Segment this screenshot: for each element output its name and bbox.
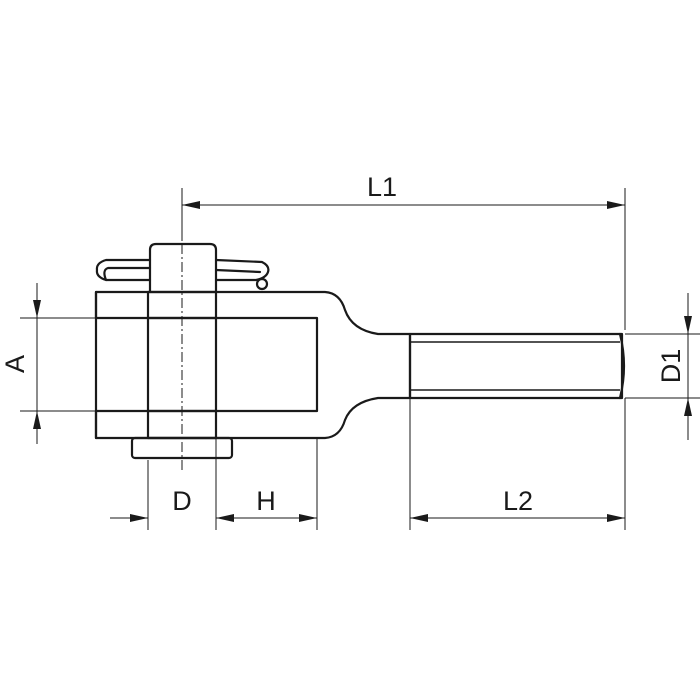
dimension-A: A xyxy=(0,283,96,444)
dimension-L2: L2 xyxy=(409,398,626,530)
label-D1: D1 xyxy=(656,349,686,384)
dimension-D: D xyxy=(110,438,234,530)
label-L2: L2 xyxy=(503,486,533,516)
dimension-L1: L1 xyxy=(181,172,626,330)
fork-body xyxy=(94,290,412,440)
label-A: A xyxy=(0,355,30,373)
fork-slot xyxy=(94,316,319,413)
pin-head xyxy=(148,242,218,294)
fork-terminal-part xyxy=(94,190,626,470)
dimension-H: H xyxy=(216,438,318,530)
spring-clip xyxy=(95,258,270,291)
label-L1: L1 xyxy=(367,172,397,202)
threaded-shank xyxy=(408,332,624,400)
dimension-D1: D1 xyxy=(625,293,700,440)
label-H: H xyxy=(256,486,276,516)
label-D: D xyxy=(172,486,192,516)
